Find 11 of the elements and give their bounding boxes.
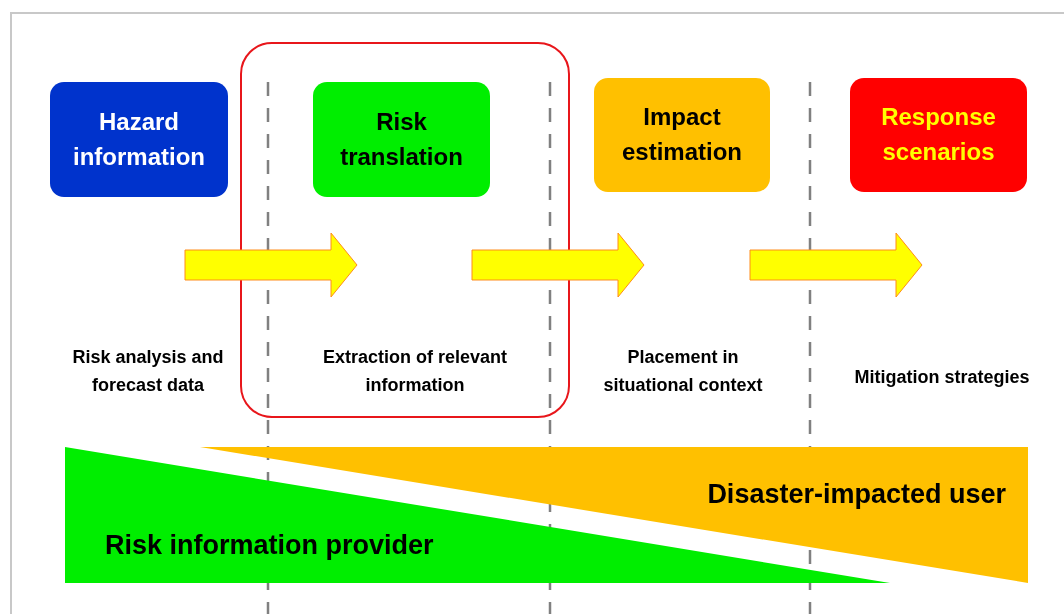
stage-description: Risk analysis and forecast data <box>71 346 225 397</box>
stage-box: Hazard information <box>50 82 228 197</box>
wedge-label: Disaster-impacted user <box>707 478 1006 511</box>
stage-box: Impact estimation <box>594 78 770 192</box>
stage-box: Risk translation <box>313 82 490 197</box>
wedge-label: Risk information provider <box>105 529 434 562</box>
stage-description: Placement in situational context <box>602 346 764 397</box>
stage-description: Mitigation strategies <box>853 366 1031 389</box>
highlight-frame <box>240 42 570 418</box>
stage-description: Extraction of relevant information <box>321 346 509 397</box>
stage-box: Response scenarios <box>850 78 1027 192</box>
